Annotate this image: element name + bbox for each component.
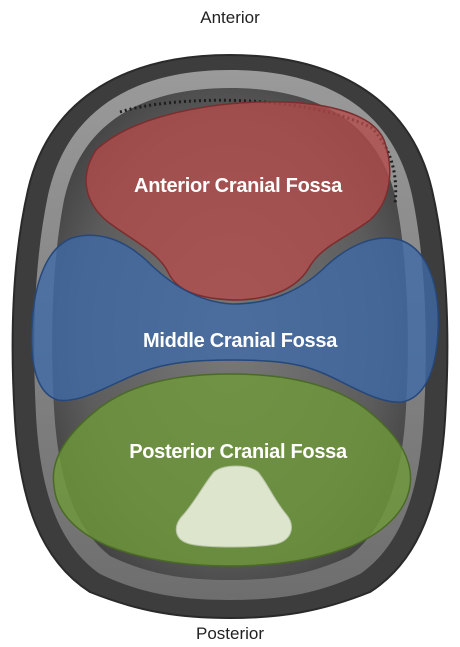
- posterior-label: Posterior: [0, 624, 460, 644]
- anterior-fossa-label: Anterior Cranial Fossa: [134, 175, 343, 197]
- posterior-fossa-label: Posterior Cranial Fossa: [129, 441, 348, 463]
- middle-fossa-label: Middle Cranial Fossa: [143, 330, 338, 352]
